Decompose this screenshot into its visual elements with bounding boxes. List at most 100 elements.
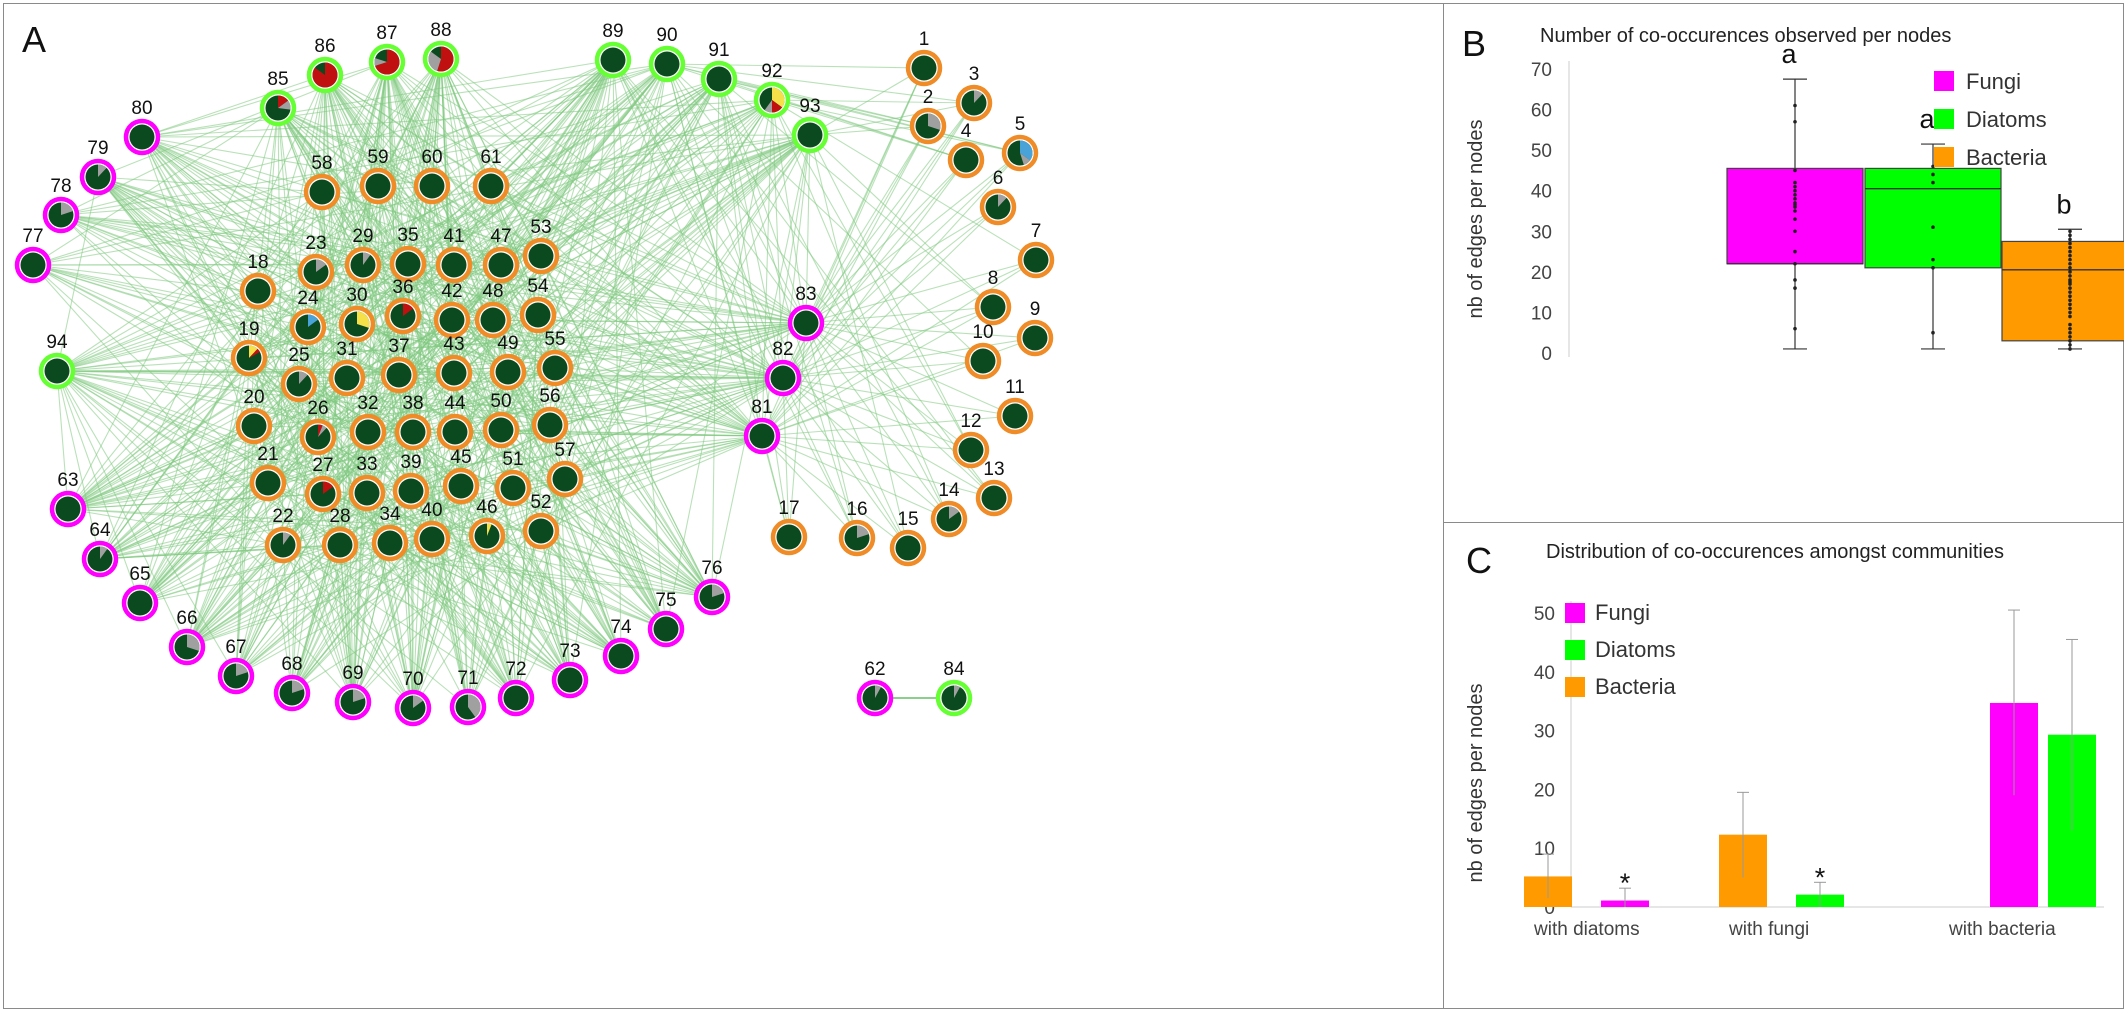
network-edge xyxy=(56,370,571,681)
network-edge xyxy=(782,360,984,379)
node-pie xyxy=(245,278,271,304)
network-edge xyxy=(467,63,668,708)
network-edge xyxy=(277,107,713,598)
network-edge xyxy=(805,322,909,549)
boxplot-y-tick: 30 xyxy=(1531,222,1552,243)
node-pie xyxy=(970,348,996,374)
network-edge xyxy=(67,107,279,510)
network-edge xyxy=(718,78,784,379)
network-edge xyxy=(60,214,502,266)
network-edge xyxy=(500,59,614,266)
network-edge xyxy=(67,185,379,510)
network-edge xyxy=(540,530,571,681)
boxplot-point xyxy=(2068,278,2072,282)
network-edge xyxy=(99,191,323,560)
node-label: 77 xyxy=(22,226,43,247)
node-bacteria: 25 xyxy=(280,345,318,403)
network-edge xyxy=(467,99,773,708)
network-edge xyxy=(67,185,492,510)
node-pie xyxy=(749,423,775,449)
node-bacteria: 22 xyxy=(264,506,302,564)
node-pie-slice xyxy=(974,90,983,103)
network-edge xyxy=(549,424,667,630)
node-label: 91 xyxy=(708,40,729,61)
node-fungi: 67 xyxy=(217,637,255,695)
node-fungi: 71 xyxy=(449,668,487,726)
node-diatom: 92 xyxy=(753,61,791,119)
node-pie xyxy=(478,173,504,199)
node-label: 41 xyxy=(443,226,464,247)
boxplot-point xyxy=(2068,347,2072,351)
node-pie-slice xyxy=(928,113,941,130)
node-fungi: 82 xyxy=(764,339,802,397)
network-edge xyxy=(805,67,925,324)
node-diatom: 87 xyxy=(368,23,406,81)
node-pie xyxy=(958,437,984,463)
node-label: 75 xyxy=(655,590,676,611)
network-edge xyxy=(282,544,622,657)
node-bacteria: 58 xyxy=(303,153,341,211)
node-bacteria: 9 xyxy=(1016,299,1054,357)
barchart-y-tick: 40 xyxy=(1534,663,1555,684)
legend-swatch xyxy=(1565,603,1585,623)
boxplot-point xyxy=(1931,180,1935,185)
network-edge xyxy=(386,61,667,630)
node-fungi: 69 xyxy=(334,663,372,721)
node-pie xyxy=(129,124,155,150)
node-pie xyxy=(441,360,467,386)
network-edge xyxy=(540,530,667,630)
network-edge xyxy=(460,485,667,630)
boxplot-chart: B Number of co-occurences observed per n… xyxy=(1462,23,2124,365)
node-pie-slice xyxy=(249,348,260,358)
node-label: 68 xyxy=(281,654,302,675)
node-fungi: 81 xyxy=(743,397,781,455)
node-bacteria: 18 xyxy=(239,252,277,310)
panel-divider-vertical xyxy=(1443,3,1444,1009)
node-label: 12 xyxy=(960,411,981,432)
boxplot-point xyxy=(2068,294,2072,299)
network-edge xyxy=(56,370,784,379)
node-label: 79 xyxy=(87,138,108,159)
node-bacteria: 11 xyxy=(996,377,1034,435)
boxplot-box xyxy=(2001,240,2124,342)
network-edge xyxy=(67,482,269,510)
network-edge xyxy=(56,191,323,372)
network-edge xyxy=(500,264,571,681)
network-edge xyxy=(718,78,807,324)
network-edge xyxy=(56,370,101,560)
network-edge xyxy=(99,371,509,560)
node-label: 42 xyxy=(441,281,462,302)
bar-significance-marker: * xyxy=(1620,868,1631,898)
bar-chart: C Distribution of co-occurences amongst … xyxy=(1465,540,2104,940)
node-fungi: 83 xyxy=(787,284,825,342)
network-edge xyxy=(352,478,566,703)
node-diatom: 93 xyxy=(791,96,829,154)
node-pie xyxy=(354,480,380,506)
boxplot-y-tick: 10 xyxy=(1531,303,1552,324)
node-pie-slice xyxy=(187,634,200,651)
node-pie-slice xyxy=(353,689,365,702)
network-edge xyxy=(56,370,414,709)
network-edge xyxy=(782,377,995,499)
legend-swatch xyxy=(1565,677,1585,697)
network-edge xyxy=(141,136,542,257)
network-edge xyxy=(805,159,967,324)
network-edge xyxy=(97,176,323,193)
boxplot-point xyxy=(2068,330,2072,335)
node-label: 82 xyxy=(772,339,793,360)
node-pie xyxy=(365,173,391,199)
network-edge xyxy=(32,264,414,433)
node-bacteria: 17 xyxy=(770,498,808,556)
network-edge xyxy=(282,544,571,681)
network-edge xyxy=(515,134,811,699)
barchart-y-tick: 0 xyxy=(1544,898,1555,919)
node-pie-slice xyxy=(357,311,370,328)
node-pie xyxy=(1023,247,1049,273)
node-label: 26 xyxy=(307,398,328,419)
network-edge xyxy=(782,377,909,549)
network-edge xyxy=(377,61,388,187)
network-edge xyxy=(612,59,763,437)
network-edge xyxy=(60,99,773,216)
